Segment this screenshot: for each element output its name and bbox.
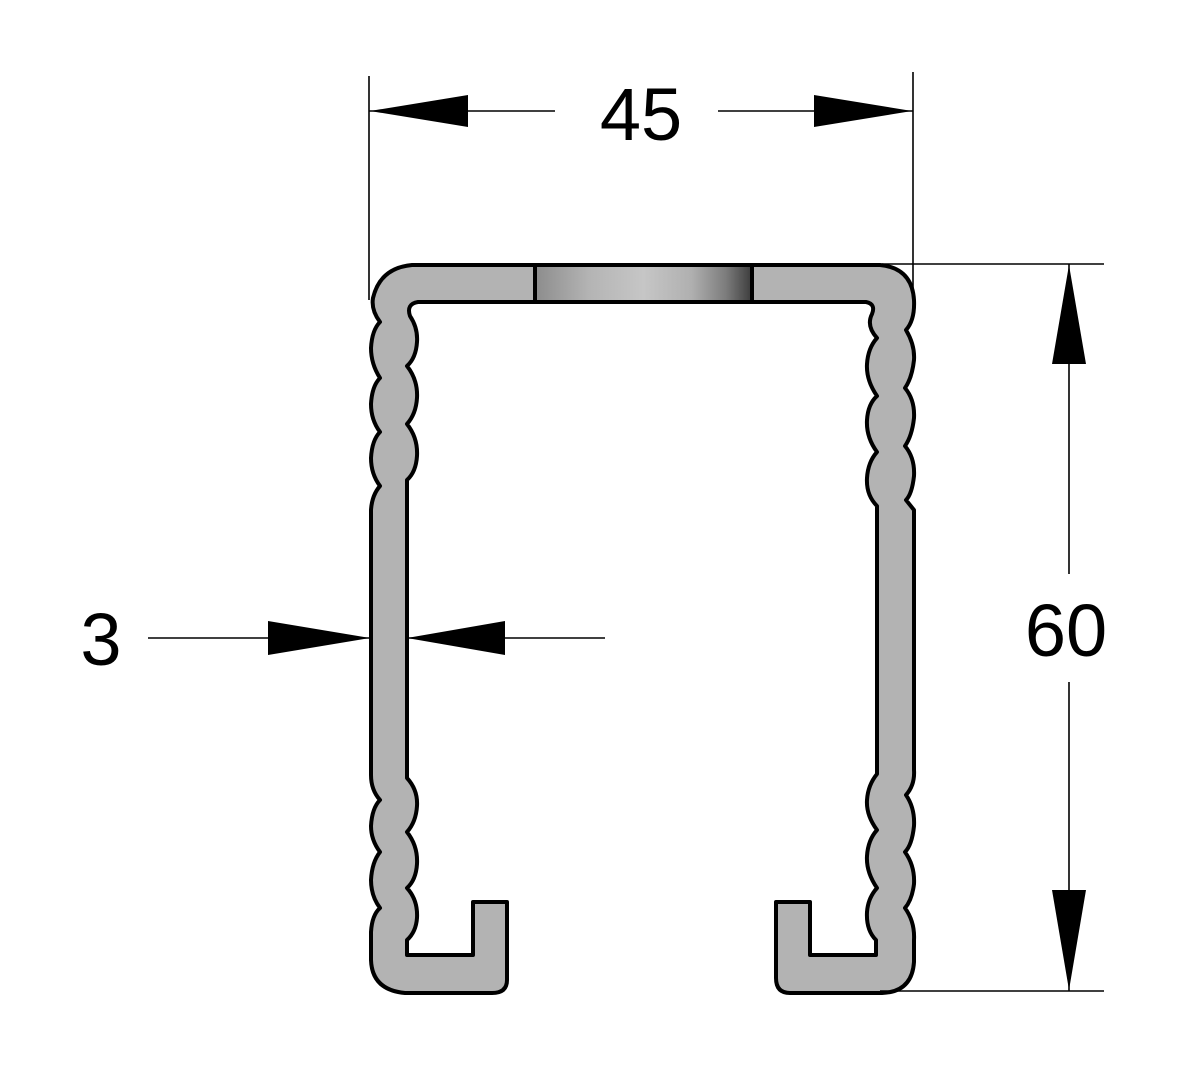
width-dimension: 45 bbox=[368, 72, 914, 300]
top-web-insert bbox=[533, 263, 754, 304]
height-arrow-bottom-icon bbox=[1052, 890, 1086, 990]
thickness-dimension: 3 bbox=[80, 598, 605, 681]
thickness-arrow-left-icon bbox=[407, 621, 505, 655]
height-dimension: 60 bbox=[880, 263, 1107, 992]
width-dimension-label: 45 bbox=[600, 73, 682, 156]
width-arrow-left-icon bbox=[370, 95, 468, 127]
channel-profile bbox=[369, 263, 917, 995]
width-arrow-right-icon bbox=[814, 95, 912, 127]
channel-profile-shape bbox=[369, 263, 917, 995]
height-arrow-top-icon bbox=[1052, 265, 1086, 364]
height-dimension-label: 60 bbox=[1025, 589, 1107, 672]
thickness-arrow-right-icon bbox=[268, 621, 370, 655]
thickness-dimension-label: 3 bbox=[80, 598, 121, 681]
